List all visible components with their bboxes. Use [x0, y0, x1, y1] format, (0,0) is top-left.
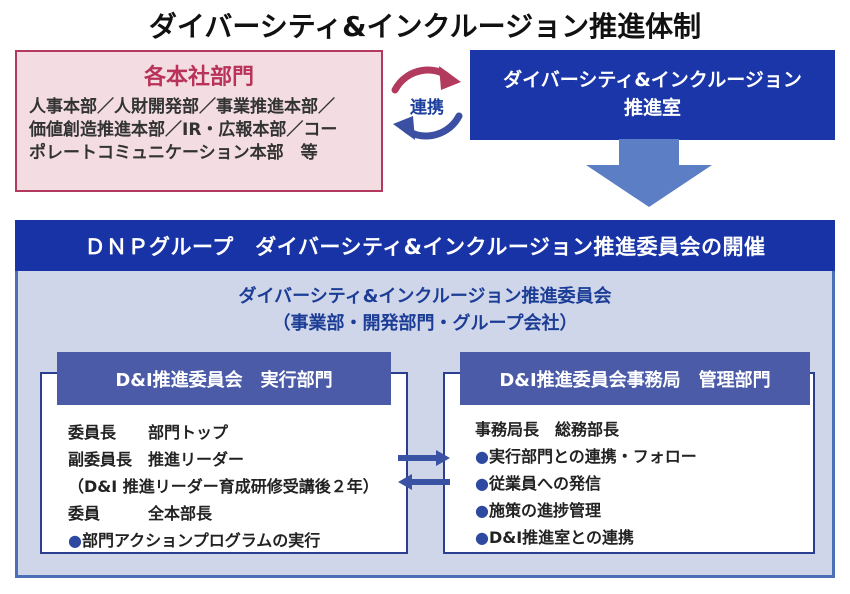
panel-line: ●従業員への発信 — [475, 470, 813, 497]
panel-line-text: （D&I 推進リーダー育成研修受講後２年） — [68, 477, 379, 496]
bullet-dot: ● — [475, 447, 489, 466]
execution-panel-header: D&I推進委員会 実行部門 — [57, 352, 391, 405]
bullet-dot: ● — [475, 501, 489, 520]
dni-office-line1: ダイバーシティ&インクルージョン — [503, 69, 802, 92]
committee-header: ＤＮＰグループ ダイバーシティ&インクルージョン推進委員会の開催 — [15, 220, 835, 271]
exchange-arrows-icon — [398, 446, 450, 498]
execution-panel: 委員長 部門トップ 副委員長 推進リーダー （D&I 推進リーダー育成研修受講後… — [40, 372, 408, 554]
hq-body-line: 人事本部／人財開発部／事業推進本部／ — [29, 97, 335, 117]
panel-line-text: 従業員への発信 — [488, 474, 601, 493]
panel-line: 副委員長 推進リーダー — [68, 446, 406, 473]
panel-line-text: 委員長 部門トップ — [68, 423, 229, 442]
dni-office-box: ダイバーシティ&インクルージョン 推進室 — [470, 50, 835, 140]
panel-line: ●施策の進捗管理 — [475, 497, 813, 524]
dni-office-line2: 推進室 — [623, 97, 681, 119]
panel-line-text: 副委員長 推進リーダー — [68, 450, 245, 469]
page-title: ダイバーシティ&インクルージョン推進体制 — [148, 10, 702, 43]
bullet-dot: ● — [68, 531, 82, 550]
panel-line: ●部門アクションプログラムの実行 — [68, 527, 406, 554]
panel-line: （D&I 推進リーダー育成研修受講後２年） — [68, 473, 406, 500]
execution-panel-body: 委員長 部門トップ 副委員長 推進リーダー （D&I 推進リーダー育成研修受講後… — [42, 374, 406, 554]
panel-line: ●D&I推進室との連携 — [475, 524, 813, 551]
committee-subtitle: ダイバーシティ&インクルージョン推進委員会 （事業部・開発部門・グループ会社） — [18, 283, 832, 337]
admin-panel-header: D&I推進委員会事務局 管理部門 — [460, 352, 810, 405]
panel-line-text: 委員 全本部長 — [68, 504, 213, 523]
panel-line-text: 実行部門との連携・フォロー — [488, 447, 697, 466]
bullet-dot: ● — [475, 474, 489, 493]
cooperation-cycle: 連携 — [387, 57, 467, 149]
panel-line: ●実行部門との連携・フォロー — [475, 443, 813, 470]
committee-subtitle-line2: （事業部・開発部門・グループ会社） — [272, 313, 578, 334]
panel-line: 事務局長 総務部長 — [475, 416, 813, 443]
committee-subtitle-line1: ダイバーシティ&インクルージョン推進委員会 — [238, 286, 612, 307]
committee-container: ＤＮＰグループ ダイバーシティ&インクルージョン推進委員会の開催 ダイバーシティ… — [15, 220, 835, 578]
down-arrow-icon — [586, 139, 712, 211]
panel-line-text: 部門アクションプログラムの実行 — [81, 531, 321, 550]
panel-line-text: 施策の進捗管理 — [488, 501, 601, 520]
hq-body-line: 価値創造推進本部／IR・広報本部／コー — [29, 120, 338, 141]
bullet-dot: ● — [475, 528, 489, 547]
hq-box-body: 人事本部／人財開発部／事業推進本部／ 価値創造推進本部／IR・広報本部／コー ポ… — [17, 96, 381, 165]
panel-line-text: D&I推進室との連携 — [488, 528, 634, 547]
admin-panel-body: 事務局長 総務部長 ●実行部門との連携・フォロー ●従業員への発信 ●施策の進捗… — [445, 374, 813, 551]
panel-line-text: 事務局長 総務部長 — [475, 420, 620, 439]
hq-body-line: ポレートコミュニケーション本部 等 — [29, 143, 318, 164]
cooperation-label: 連携 — [410, 98, 444, 118]
panel-line: 委員 全本部長 — [68, 500, 406, 527]
panel-line: 委員長 部門トップ — [68, 419, 406, 446]
hq-departments-box: 各本社部門 人事本部／人財開発部／事業推進本部／ 価値創造推進本部／IR・広報本… — [15, 50, 383, 192]
hq-box-title: 各本社部門 — [143, 65, 254, 90]
